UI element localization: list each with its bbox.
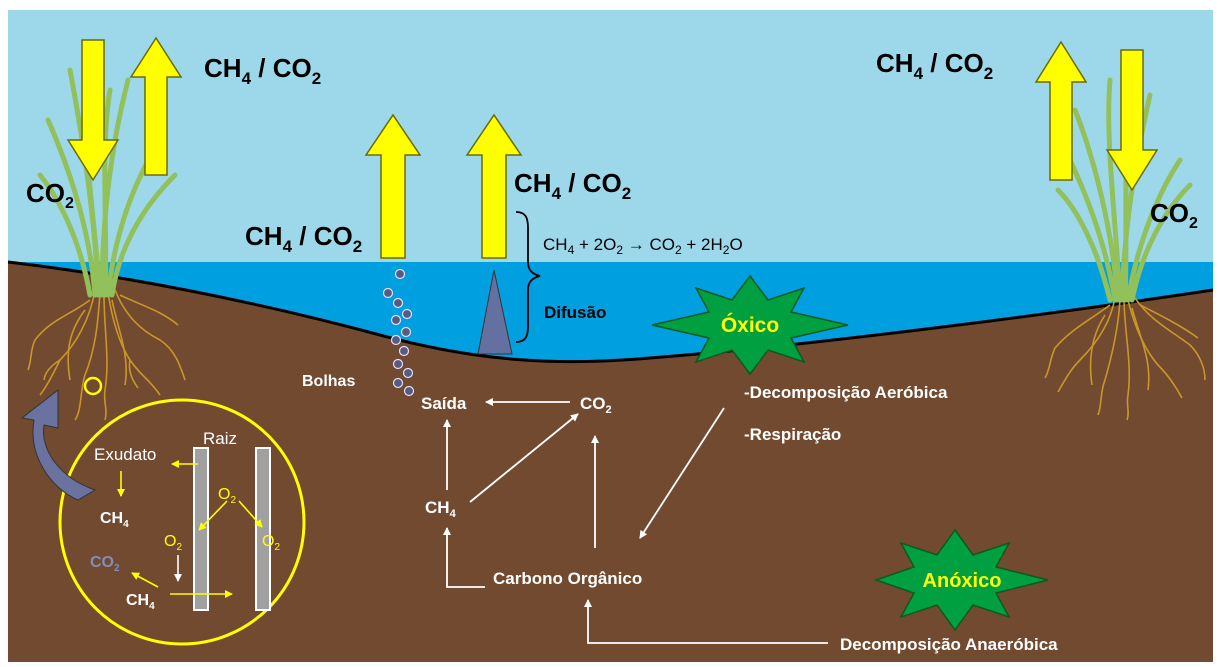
inset-circle — [58, 398, 306, 646]
root-zoom-point — [83, 376, 103, 396]
sky — [8, 10, 1213, 264]
arrow-ebullition — [364, 113, 422, 259]
label-oxico: Óxico — [721, 313, 779, 337]
inset-ch4-lower: CH4 — [126, 592, 155, 612]
label-plant-co2-left: CO2 — [26, 178, 74, 212]
arrow-down-left — [66, 39, 120, 182]
arrow-up-left — [129, 36, 183, 176]
inset-exudato: Exudato — [94, 445, 156, 464]
arrow-up-right — [1034, 40, 1088, 181]
inset-raiz: Raiz — [203, 429, 237, 448]
arrow-organic-to-ch4 — [443, 527, 485, 588]
bubbles — [382, 268, 415, 397]
zoom-curved-arrow — [20, 388, 97, 501]
label-top-left: CH4 / CO2 — [204, 53, 321, 88]
label-saida: Saída — [421, 394, 467, 413]
arrow-anaerobic-to-organic — [584, 599, 828, 644]
label-ch4: CH4 — [425, 498, 457, 520]
diffusion-brace — [515, 211, 541, 343]
inset-o2-left: O2 — [164, 533, 182, 553]
label-plant-co2-right: CO2 — [1150, 198, 1198, 232]
plant-flux-arrows-left — [66, 36, 183, 182]
inset-o2-right: O2 — [262, 533, 280, 553]
flux-labels: CH4 / CO2 CH4 / CO2 CH4 / CO2 CH4 / CO2 … — [26, 48, 1198, 256]
anoxico-star — [873, 528, 1049, 632]
label-top-right: CH4 / CO2 — [876, 48, 993, 83]
root-wall-right — [255, 447, 271, 611]
label-ebullition: CH4 / CO2 — [245, 221, 362, 256]
oxidation-reaction: CH4 + 2O2 → CO2 + 2H2O — [543, 235, 743, 257]
arrow-diffusion — [465, 113, 523, 259]
label-difusao: Difusão — [544, 303, 606, 322]
water-body — [8, 262, 1213, 362]
label-carbono-organico: Carbono Orgânico — [493, 569, 642, 588]
process-labels: Difusão Bolhas Saída CO2 CH4 Carbono Org… — [302, 303, 1058, 654]
inset-co2: CO2 — [90, 554, 120, 574]
plant-flux-arrows-right — [1034, 40, 1159, 192]
root-inset — [20, 376, 306, 646]
label-top-center: CH4 / CO2 — [514, 168, 631, 203]
arrow-ch4-to-co2 — [469, 413, 579, 503]
water-flux-arrows — [364, 113, 523, 259]
arrow-aerobic-to-organic — [639, 407, 725, 539]
label-co2: CO2 — [580, 394, 612, 416]
label-decomp-aerobica: -Decomposição Aeróbica — [744, 383, 948, 402]
root-inset-labels: Raiz Exudato CH4 CO2 CH4 O2 O2 O2 — [90, 429, 280, 612]
label-decomp-anaerobica: Decomposição Anaeróbica — [840, 635, 1058, 654]
oxico-star — [651, 274, 849, 376]
label-respiracao: -Respiração — [744, 425, 841, 444]
process-arrows — [443, 398, 828, 644]
label-anoxico: Anóxico — [923, 570, 1002, 592]
sediment-line — [7, 260, 1214, 364]
inset-ch4-upper: CH4 — [100, 510, 129, 530]
arrow-down-right — [1105, 49, 1159, 192]
label-bolhas: Bolhas — [302, 373, 355, 390]
diffusion-gradient-triangle — [477, 269, 513, 355]
left-plant — [27, 57, 186, 421]
inset-o2-top: O2 — [218, 486, 236, 506]
